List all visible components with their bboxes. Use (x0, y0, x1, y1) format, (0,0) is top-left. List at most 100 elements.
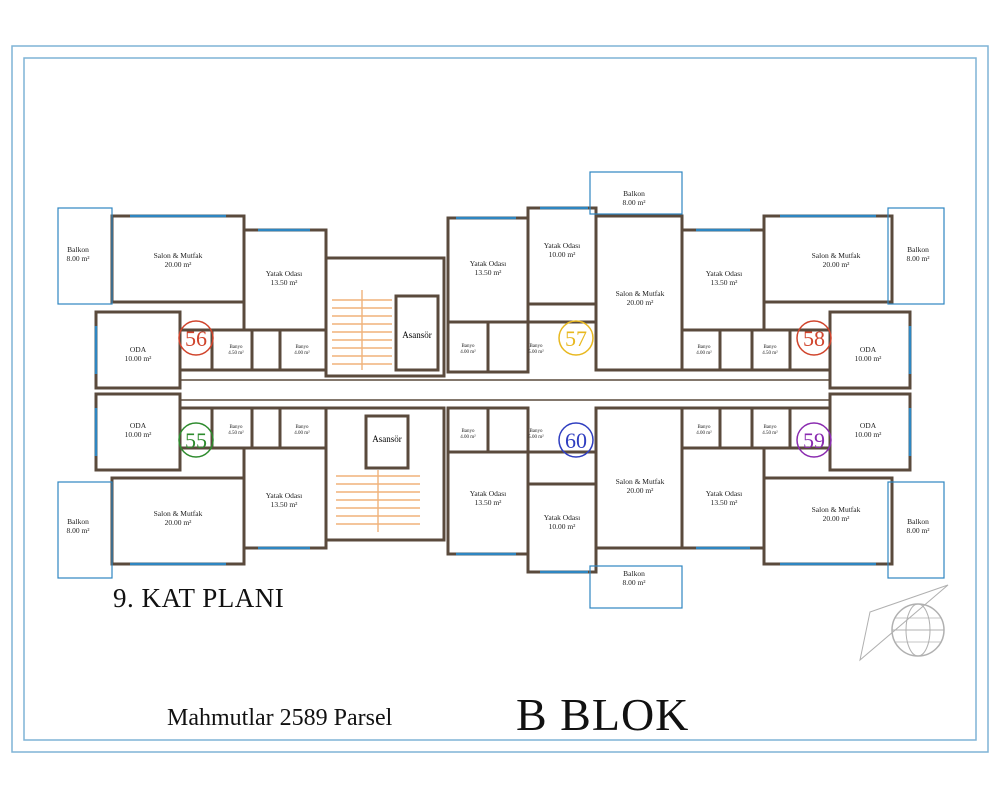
building-walls (94, 206, 912, 574)
unit-marker-circle (558, 320, 594, 356)
room-area: 4.50 m² (228, 430, 244, 436)
room-area: 10.00 m² (549, 250, 577, 259)
room-name: Salon & Mutfak (616, 289, 665, 298)
room-area: 10.00 m² (855, 430, 883, 439)
unit-marker-circle (178, 320, 214, 356)
unit-marker-circle (558, 422, 594, 458)
room-area: 13.50 m² (711, 278, 739, 287)
room-name: Salon & Mutfak (812, 251, 861, 260)
floor-title: 9. KAT PLANI (113, 583, 285, 613)
room-name: Banyo (763, 345, 777, 350)
unit-number: 60 (565, 428, 587, 453)
unit-number: 57 (565, 326, 587, 351)
room-area: 8.00 m² (66, 526, 90, 535)
room-area: 20.00 m² (165, 518, 193, 527)
unit-number: 58 (803, 326, 825, 351)
room-name: Banyo (697, 345, 711, 350)
balconies (57, 171, 945, 609)
room-area: 4.00 m² (294, 430, 310, 436)
unit-number: 55 (185, 428, 207, 453)
block-title: B BLOK (516, 689, 690, 740)
room-area: 4.50 m² (762, 430, 778, 436)
room-name: Yatak Odası (266, 269, 303, 278)
unit-number: 59 (803, 428, 825, 453)
room-name: Yatak Odası (266, 491, 303, 500)
room-name: ODA (130, 345, 147, 354)
room-area: 4.00 m² (696, 430, 712, 436)
windows (94, 206, 912, 574)
room-area: 10.00 m² (855, 354, 883, 363)
room-area: 20.00 m² (823, 514, 851, 523)
compass-icon (859, 584, 949, 662)
room-area: 10.00 m² (125, 354, 153, 363)
elevator-label-top: Asansör (402, 330, 432, 340)
room-area: 10.00 m² (549, 522, 577, 531)
room-name: Balkon (67, 245, 89, 254)
room-name: Banyo (295, 425, 309, 430)
room-area: 4.50 m² (228, 350, 244, 356)
elevator-label-bottom: Asansör (372, 434, 402, 444)
site-title: Mahmutlar 2589 Parsel (167, 705, 393, 731)
room-area: 20.00 m² (165, 260, 193, 269)
room-name: ODA (860, 421, 877, 430)
unit-marker-circle (178, 422, 214, 458)
room-area: 4.00 m² (460, 434, 476, 440)
room-area: 20.00 m² (627, 486, 655, 495)
room-name: ODA (860, 345, 877, 354)
room-name: Balkon (907, 517, 929, 526)
room-area: 4.00 m² (460, 349, 476, 355)
room-area: 8.00 m² (906, 526, 930, 535)
room-area: 8.00 m² (66, 254, 90, 263)
room-area: 13.50 m² (475, 498, 503, 507)
room-name: Balkon (67, 517, 89, 526)
unit-markers: 56 57 58 55 60 59 (178, 320, 832, 458)
room-name: Balkon (623, 189, 645, 198)
room-area: 4.50 m² (762, 350, 778, 356)
room-name: Banyo (295, 345, 309, 350)
room-name: Salon & Mutfak (616, 477, 665, 486)
outer-frame (11, 45, 989, 753)
room-area: 13.50 m² (711, 498, 739, 507)
room-area: 13.50 m² (271, 500, 299, 509)
room-area: 8.00 m² (906, 254, 930, 263)
room-name: Banyo (229, 425, 243, 430)
room-area: 8.00 m² (622, 578, 646, 587)
room-name: Yatak Odası (470, 489, 507, 498)
room-name: Yatak Odası (706, 269, 743, 278)
room-area: 4.00 m² (696, 350, 712, 356)
room-name: Yatak Odası (544, 241, 581, 250)
room-name: Yatak Odası (706, 489, 743, 498)
room-name: Banyo (461, 429, 475, 434)
room-area: 5.00 m² (528, 349, 544, 355)
room-name: Yatak Odası (470, 259, 507, 268)
room-area: 13.50 m² (271, 278, 299, 287)
room-area: 5.00 m² (528, 434, 544, 440)
room-name: Banyo (461, 344, 475, 349)
room-name: Balkon (623, 569, 645, 578)
room-area: 10.00 m² (125, 430, 153, 439)
room-area: 20.00 m² (823, 260, 851, 269)
room-name: Banyo (529, 344, 543, 349)
inner-frame (23, 57, 977, 741)
room-area: 13.50 m² (475, 268, 503, 277)
room-name: Banyo (763, 425, 777, 430)
room-name: Salon & Mutfak (154, 251, 203, 260)
room-area: 4.00 m² (294, 350, 310, 356)
room-name: Banyo (229, 345, 243, 350)
unit-marker-circle (796, 422, 832, 458)
room-name: Balkon (907, 245, 929, 254)
room-name: Salon & Mutfak (812, 505, 861, 514)
unit-marker-circle (796, 320, 832, 356)
room-name: Salon & Mutfak (154, 509, 203, 518)
room-name: Banyo (529, 429, 543, 434)
room-name: Yatak Odası (544, 513, 581, 522)
staircase-top (332, 290, 392, 370)
staircase-bottom (336, 470, 420, 532)
room-area: 8.00 m² (622, 198, 646, 207)
room-area: 20.00 m² (627, 298, 655, 307)
room-name: ODA (130, 421, 147, 430)
unit-number: 56 (185, 326, 207, 351)
